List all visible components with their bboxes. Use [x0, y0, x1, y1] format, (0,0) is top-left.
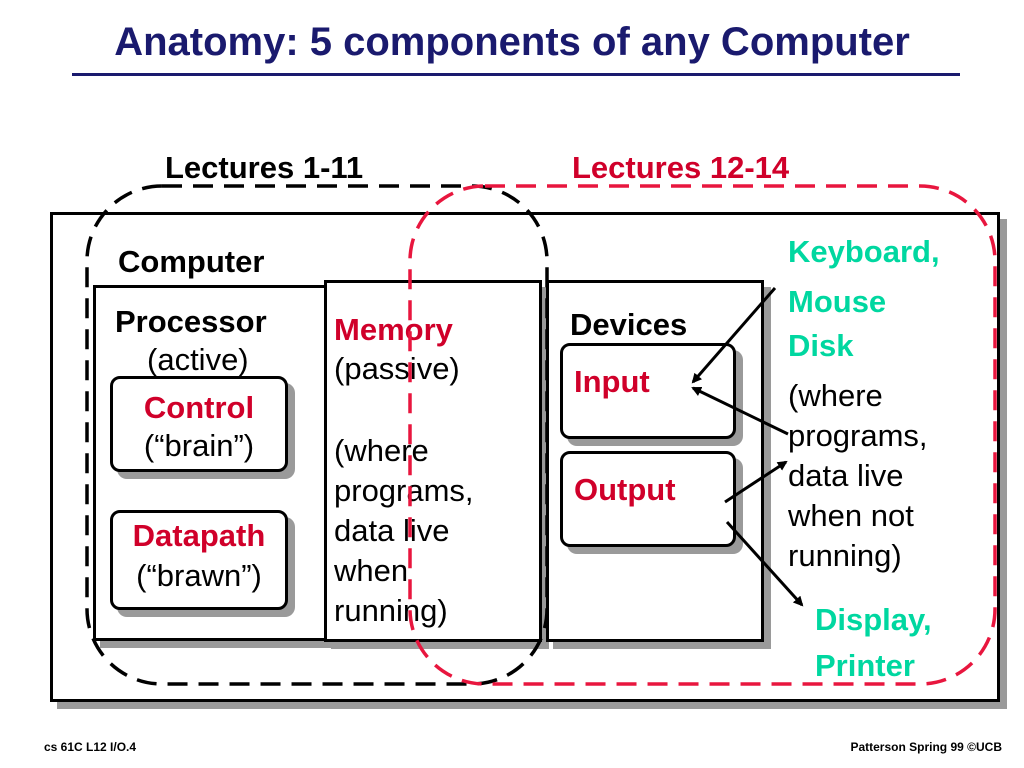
footer-left: cs 61C L12 I/O.4 [44, 740, 137, 754]
processor-note: (active) [147, 342, 249, 377]
mouse-label: Mouse [788, 284, 887, 319]
disk-label: Disk [788, 328, 854, 363]
disk-desc-line: (where [788, 378, 883, 413]
slide-title: Anatomy: 5 components of any Computer [114, 20, 910, 64]
output-label: Output [574, 472, 676, 507]
title-underline [72, 73, 960, 76]
memory-label: Memory [334, 312, 453, 347]
memory-desc-line: running) [334, 593, 448, 628]
control-note: (“brain”) [143, 428, 255, 463]
memory-desc-line: programs, [334, 473, 474, 508]
computer-label: Computer [118, 244, 265, 279]
lectures-1-11-label: Lectures 1-11 [165, 150, 364, 185]
disk-desc-line: data live [788, 458, 904, 493]
keyboard-label: Keyboard, [788, 234, 940, 269]
disk-desc-line: programs, [788, 418, 928, 453]
devices-label: Devices [570, 307, 688, 342]
disk-desc-line: when not [788, 498, 914, 533]
memory-note: (passive) [334, 351, 460, 386]
disk-desc-line: running) [788, 538, 902, 573]
lectures-12-14-label: Lectures 12-14 [572, 150, 790, 185]
memory-desc-line: data live [334, 513, 450, 548]
memory-desc-line: when [334, 553, 409, 588]
processor-label: Processor [115, 304, 267, 339]
control-label: Control [143, 390, 255, 425]
input-label: Input [574, 364, 650, 399]
datapath-note: (“brawn”) [136, 558, 262, 593]
display-label: Display, [815, 602, 932, 637]
memory-desc-line: (where [334, 433, 429, 468]
datapath-label: Datapath [132, 518, 266, 553]
footer-right: Patterson Spring 99 ©UCB [850, 740, 1002, 754]
printer-label: Printer [815, 648, 915, 683]
